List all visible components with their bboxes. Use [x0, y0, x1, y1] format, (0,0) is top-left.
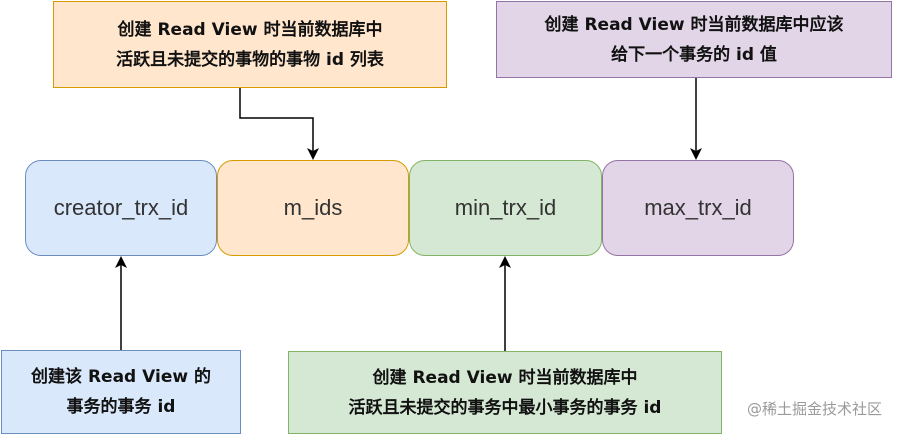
- field-m-ids: m_ids: [217, 160, 409, 256]
- note-creator-trx-id-line1: 创建该 Read View 的: [31, 367, 211, 387]
- note-max-trx-id: 创建 Read View 时当前数据库中应该 给下一个事务的 id 值: [496, 1, 892, 78]
- field-m-ids-label: m_ids: [283, 195, 343, 220]
- note-min-trx-id-line2: 活跃且未提交的事务中最小事务的事务 id: [348, 397, 662, 418]
- field-min-trx-id: min_trx_id: [409, 160, 602, 256]
- note-max-trx-id-line2: 给下一个事务的 id 值: [611, 44, 777, 65]
- field-max-trx-id-label: max_trx_id: [644, 195, 752, 220]
- note-creator-trx-id-line2: 事务的事务 id: [66, 397, 176, 417]
- edge-mids-note-to-field: [239, 88, 319, 160]
- note-min-trx-id-line1: 创建 Read View 时当前数据库中: [372, 367, 638, 388]
- note-m-ids-line1: 创建 Read View 时当前数据库中: [117, 19, 383, 40]
- field-min-trx-id-label: min_trx_id: [454, 195, 557, 220]
- field-creator-trx-id: creator_trx_id: [25, 160, 217, 256]
- note-max-trx-id-line1: 创建 Read View 时当前数据库中应该: [544, 14, 844, 35]
- note-creator-trx-id: 创建该 Read View 的 事务的事务 id: [1, 350, 241, 434]
- note-m-ids: 创建 Read View 时当前数据库中 活跃且未提交的事物的事物 id 列表: [53, 1, 447, 88]
- watermark-text: @稀土掘金技术社区: [746, 400, 882, 418]
- field-max-trx-id: max_trx_id: [602, 160, 794, 256]
- field-creator-trx-id-label: creator_trx_id: [53, 195, 189, 220]
- note-min-trx-id: 创建 Read View 时当前数据库中 活跃且未提交的事务中最小事务的事务 i…: [288, 351, 722, 434]
- note-m-ids-line2: 活跃且未提交的事物的事物 id 列表: [116, 49, 384, 70]
